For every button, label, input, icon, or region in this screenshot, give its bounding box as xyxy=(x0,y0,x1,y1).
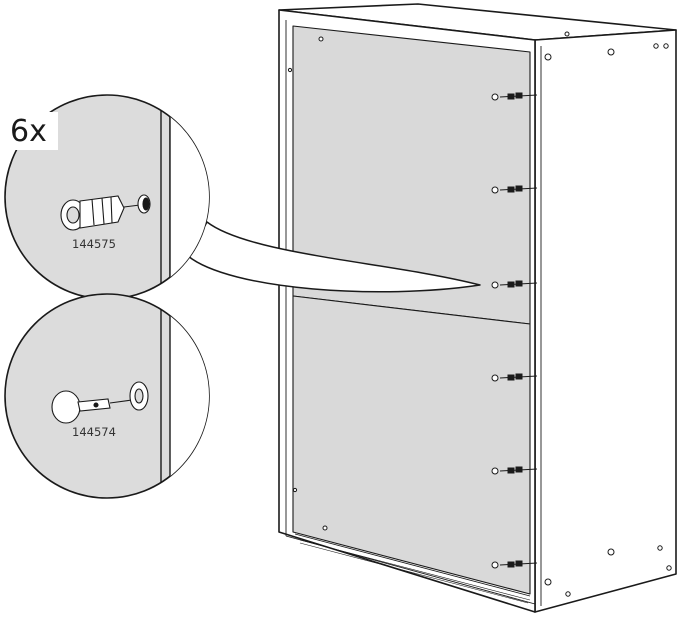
cabinet-frame-bottom-edge-2 xyxy=(294,533,531,597)
part-number-upper: 144575 xyxy=(72,237,116,251)
cam-bolt-icon xyxy=(51,381,149,424)
detail-circle-lower xyxy=(4,293,210,499)
fitting-row-5 xyxy=(491,466,538,475)
bottom-rail-hatch xyxy=(299,539,531,604)
quantity-label-box xyxy=(0,112,58,150)
quantity-label: 6x xyxy=(10,114,47,149)
side-panel-holes xyxy=(544,31,672,597)
fitting-row-6 xyxy=(491,560,538,569)
cabinet xyxy=(278,3,677,613)
callout-leader xyxy=(187,221,481,293)
fitting-row-3 xyxy=(491,280,538,289)
part-number-lower: 144574 xyxy=(72,425,116,439)
panel-holes xyxy=(287,36,328,531)
cam-fitting-icon xyxy=(60,194,151,231)
back-panel-lower xyxy=(292,295,531,595)
fitting-row-1 xyxy=(491,92,538,101)
fitting-row-2 xyxy=(491,185,538,194)
fitting-row-4 xyxy=(491,373,538,382)
cabinet-side-panel xyxy=(534,29,677,613)
